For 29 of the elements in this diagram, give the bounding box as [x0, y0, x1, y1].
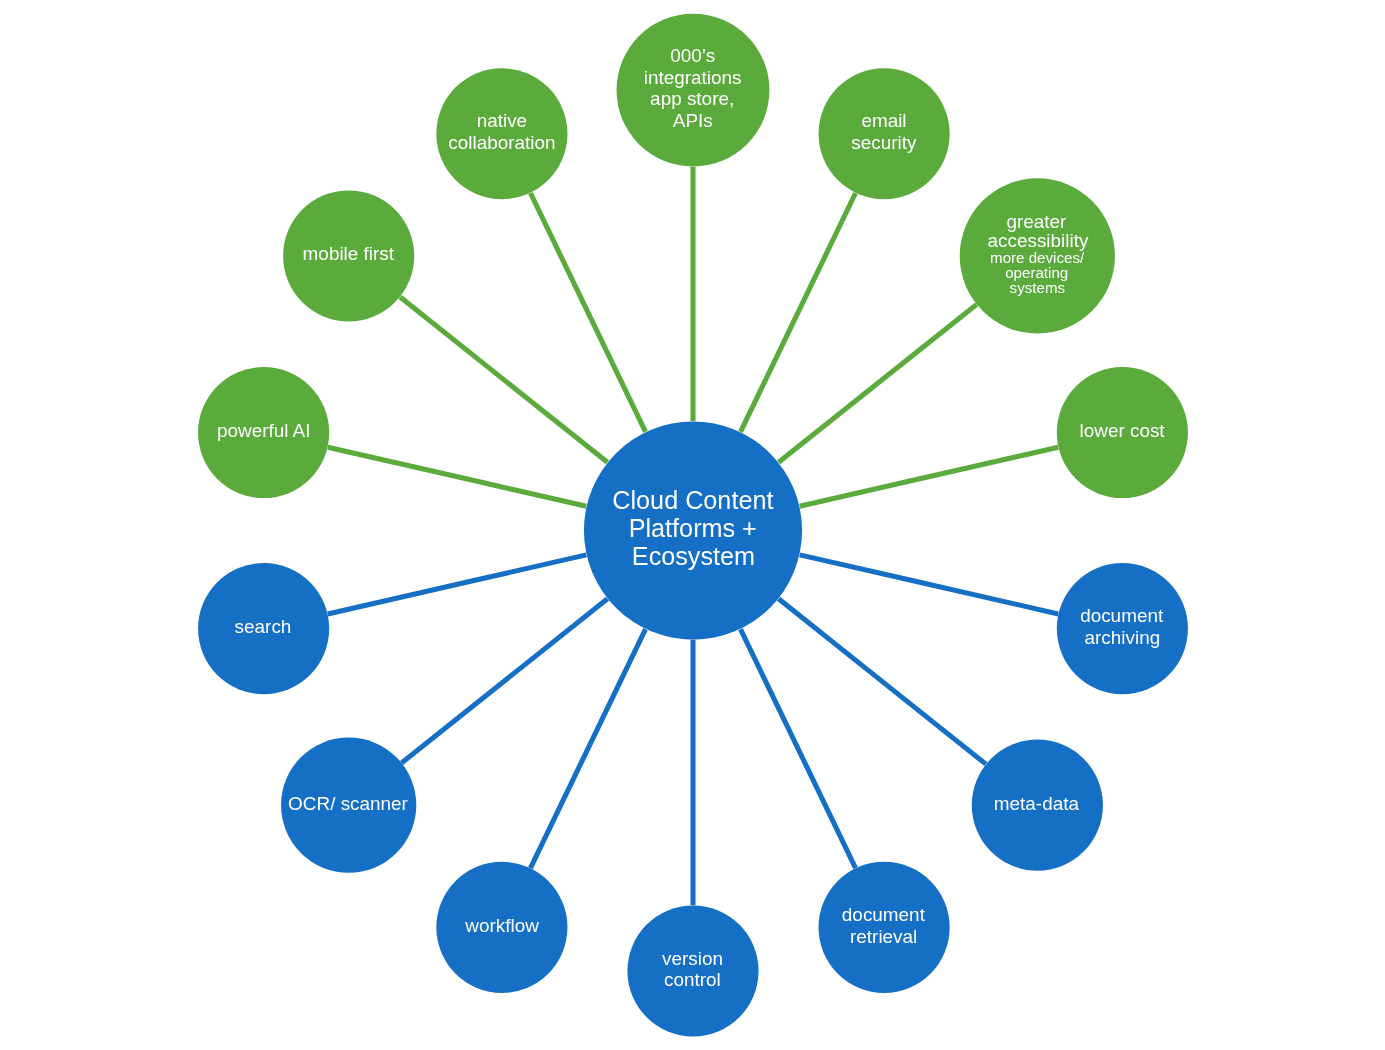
node-circle: workflow: [435, 861, 567, 993]
connector: [326, 552, 587, 617]
node-circle: email security: [818, 68, 950, 200]
connector: [776, 596, 987, 767]
connector: [690, 166, 695, 422]
node-circle: powerful AI: [197, 367, 329, 499]
connector: [776, 302, 978, 465]
connector: [690, 640, 695, 906]
node-circle: mobile first: [282, 190, 414, 322]
node-circle: lower cost: [1056, 367, 1188, 499]
connector: [399, 596, 609, 765]
connector: [527, 628, 648, 870]
connector: [737, 191, 858, 434]
node-circle: search: [197, 563, 329, 695]
connector: [798, 444, 1059, 509]
node-circle: version control: [626, 905, 759, 1037]
connector: [737, 628, 858, 870]
node-circle: OCR/ scanner: [280, 737, 416, 873]
node-circle: native collaboration: [435, 68, 567, 200]
connector: [398, 295, 609, 465]
node-circle: document retrieval: [818, 861, 950, 993]
node-circle: 000’s integrations app store, APIs: [616, 13, 769, 167]
node-circle: Cloud Content Platforms + Ecosystem: [583, 421, 802, 640]
connector: [798, 552, 1059, 617]
node-circle: meta-data: [971, 739, 1103, 871]
node-circle: document archiving: [1056, 563, 1188, 695]
connector: [326, 444, 587, 509]
node-circle: greater accessibility more devices/operating systems: [959, 178, 1115, 334]
connector: [527, 191, 648, 434]
